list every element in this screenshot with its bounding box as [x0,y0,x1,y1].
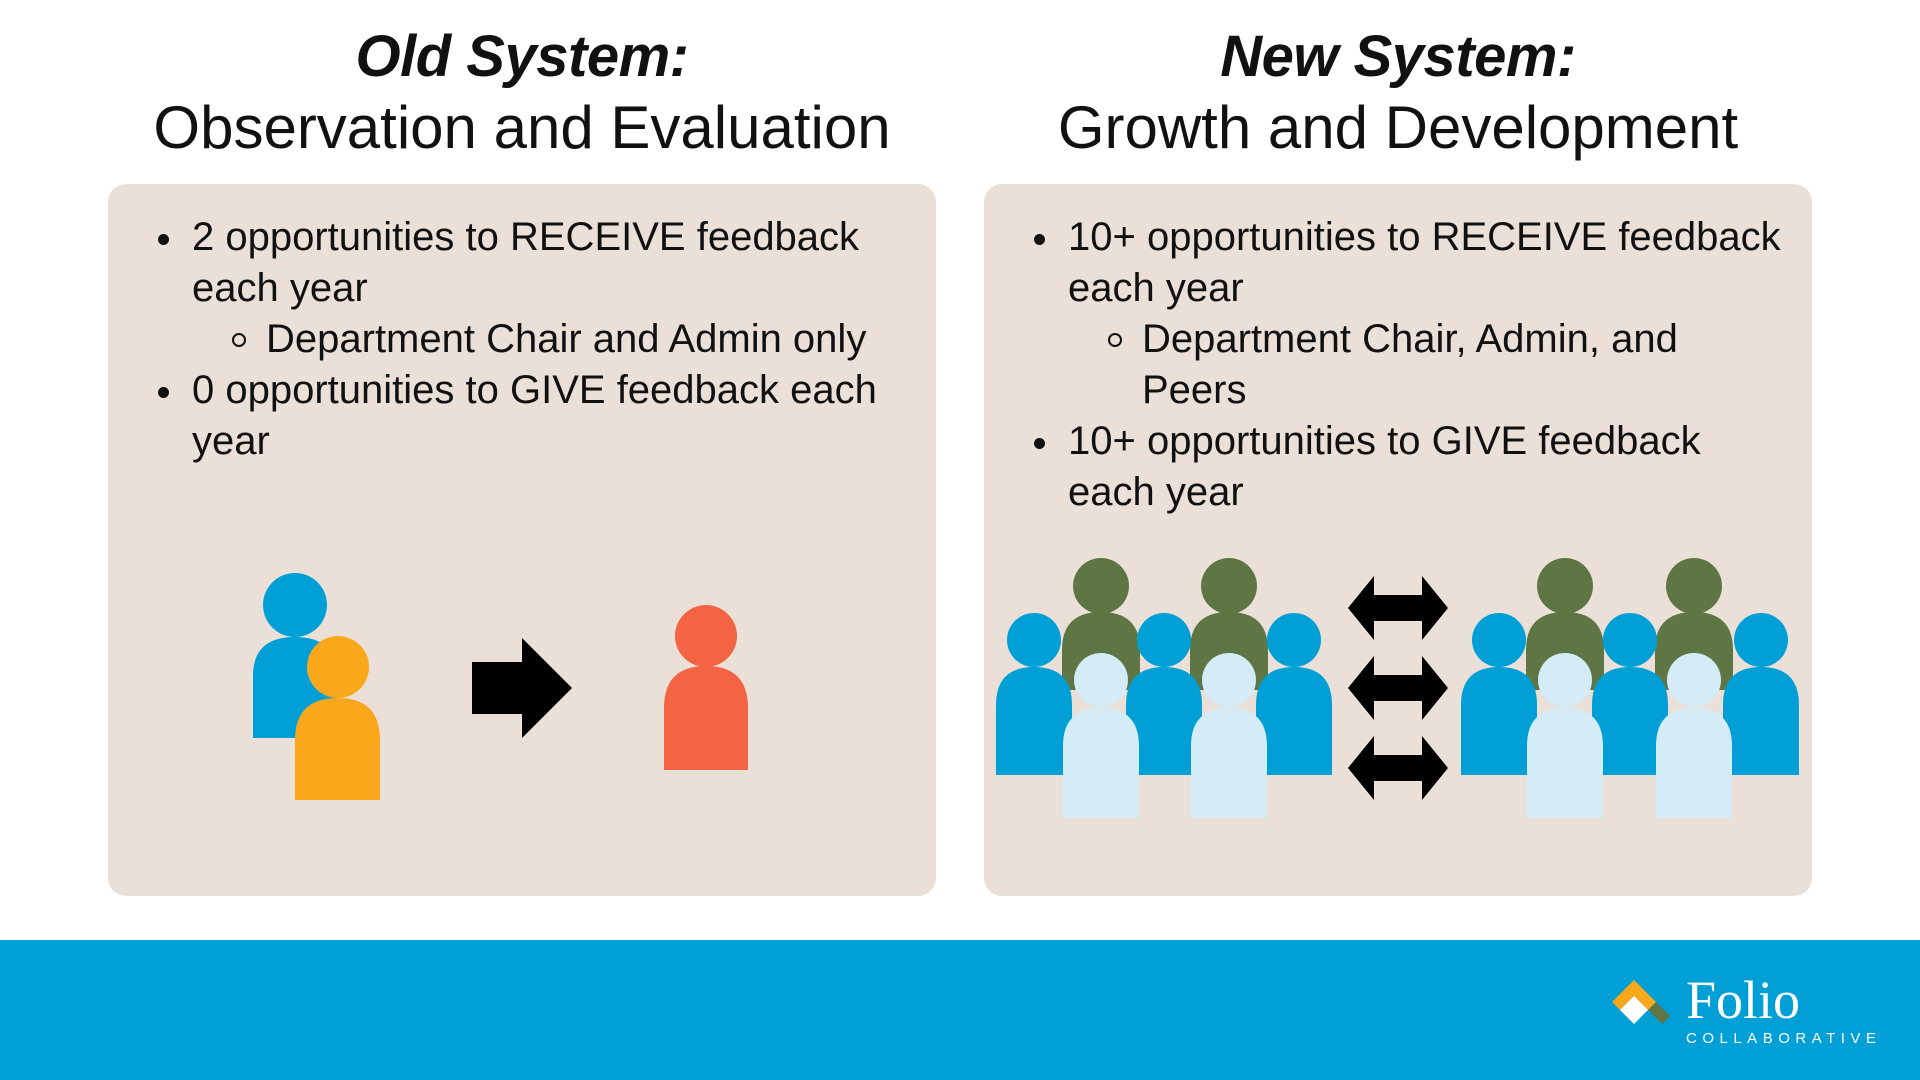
double-arrow-icon [1348,576,1448,640]
logo-wordmark: Folio [1686,970,1801,1030]
folio-logo: Folio COLLABORATIVE [1610,968,1900,1058]
old-bullet-receive: 2 opportunities to RECEIVE feedback each… [158,212,908,314]
double-arrow-icon [1348,656,1448,720]
folio-diamond-icon [1612,980,1670,1024]
old-system-panel: 2 opportunities to RECEIVE feedback each… [108,184,936,896]
new-system-kicker: New System: [1220,24,1576,89]
old-bullet-receive-sources: Department Chair and Admin only [158,314,908,365]
person-red-icon [664,605,748,770]
old-bullet-give: 0 opportunities to GIVE feedback each ye… [158,365,908,467]
new-bullet-receive-sources: Department Chair, Admin, and Peers [1034,314,1784,416]
new-system-bullet-list: 10+ opportunities to RECEIVE feedback ea… [1034,212,1784,518]
right-arrow-icon [472,638,572,738]
old-system-kicker: Old System: [355,24,689,89]
people-group-icon [996,558,1332,818]
old-system-bullet-list: 2 opportunities to RECEIVE feedback each… [158,212,908,467]
person-orange-icon [295,636,380,800]
new-system-heading: New System: Growth and Development [958,22,1838,164]
old-system-heading: Old System: Observation and Evaluation [82,22,962,164]
old-system-subtitle: Observation and Evaluation [153,94,891,161]
new-system-subtitle: Growth and Development [1057,94,1739,161]
people-group-icon [1461,558,1799,818]
double-arrow-icon [1348,736,1448,800]
footer-bar [0,940,1920,1080]
new-bullet-receive: 10+ opportunities to RECEIVE feedback ea… [1034,212,1784,314]
new-bullet-give: 10+ opportunities to GIVE feedback each … [1034,416,1784,518]
logo-tagline: COLLABORATIVE [1686,1030,1882,1047]
